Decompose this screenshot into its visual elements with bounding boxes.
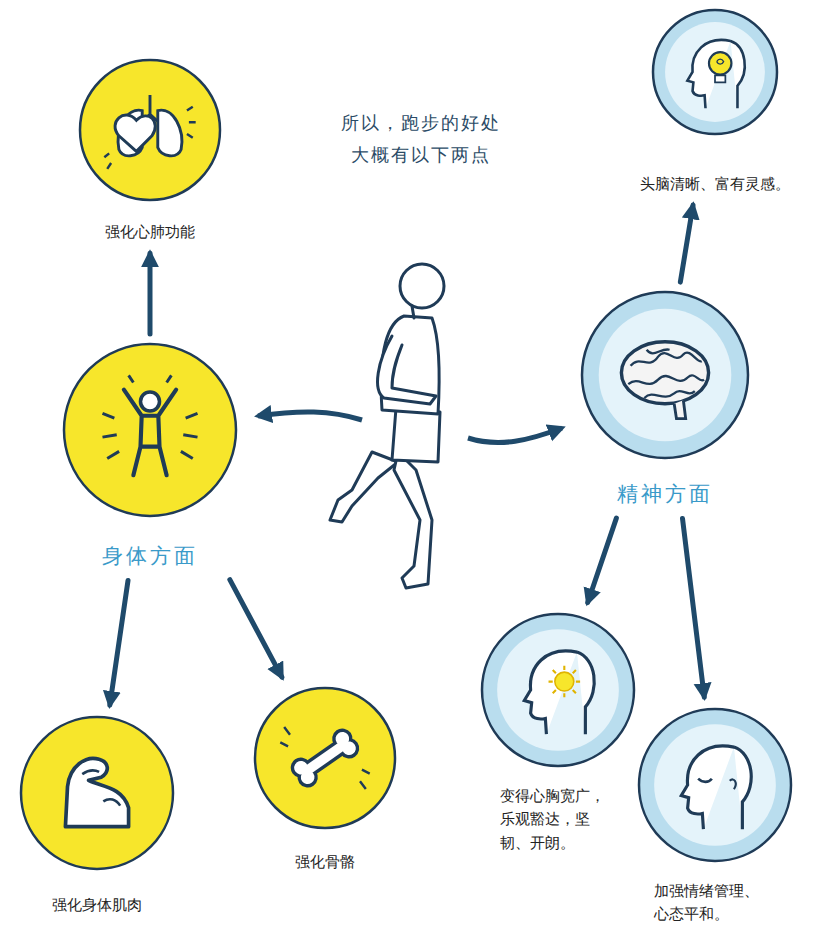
- circle-shape: [62, 342, 238, 518]
- arrow-connector: [110, 580, 128, 705]
- arrow-connector: [148, 253, 153, 334]
- benefit-circle: 变得心胸宽广， 乐观豁达，坚 韧、开朗。: [480, 612, 636, 854]
- icon: [524, 651, 594, 734]
- circle-shape: [480, 612, 636, 768]
- icon: [280, 727, 369, 789]
- arrow-connector: [230, 580, 282, 678]
- benefit-label: 精神方面: [617, 478, 713, 511]
- benefit-circle: 强化身体肌肉: [19, 715, 175, 916]
- runner-arrow: [468, 428, 562, 443]
- circle-shape: [78, 58, 222, 202]
- benefit-label: 加强情绪管理、 心态平和。: [654, 879, 776, 926]
- circle-shape: [651, 8, 779, 136]
- benefit-label: 头脑清晰、富有灵感。: [640, 172, 790, 195]
- runner-figure: [330, 264, 444, 588]
- circle-shape: [253, 686, 397, 830]
- arrow-connector: [680, 205, 693, 282]
- diagram-title: 所以，跑步的好处 大概有以下两点: [335, 108, 507, 171]
- arrow-connector: [682, 518, 704, 697]
- circle-shape: [580, 290, 750, 460]
- benefit-label: 强化骨骼: [295, 850, 355, 873]
- icon: [104, 95, 195, 169]
- icon: [65, 758, 128, 826]
- benefit-label: 强化心肺功能: [105, 220, 195, 243]
- icon: [621, 342, 708, 419]
- category-circle: 身体方面: [62, 342, 238, 573]
- category-circle: 精神方面: [580, 290, 750, 511]
- benefit-label: 强化身体肌肉: [52, 893, 142, 916]
- runner-arrow: [258, 412, 362, 420]
- icon: [102, 375, 197, 475]
- circle-shape: [637, 707, 793, 863]
- benefit-circle: 加强情绪管理、 心态平和。: [637, 707, 793, 926]
- category-label: 身体方面: [102, 540, 198, 573]
- benefit-label: 变得心胸宽广， 乐观豁达，坚 韧、开朗。: [500, 784, 616, 854]
- icon: [681, 746, 751, 829]
- benefit-circle: 强化骨骼: [253, 686, 397, 873]
- icon: [687, 40, 744, 108]
- arrow-connector: [588, 518, 617, 602]
- circle-shape: [19, 715, 175, 871]
- benefit-circle: 强化心肺功能: [78, 58, 222, 243]
- benefit-circle: 头脑清晰、富有灵感。: [636, 8, 794, 195]
